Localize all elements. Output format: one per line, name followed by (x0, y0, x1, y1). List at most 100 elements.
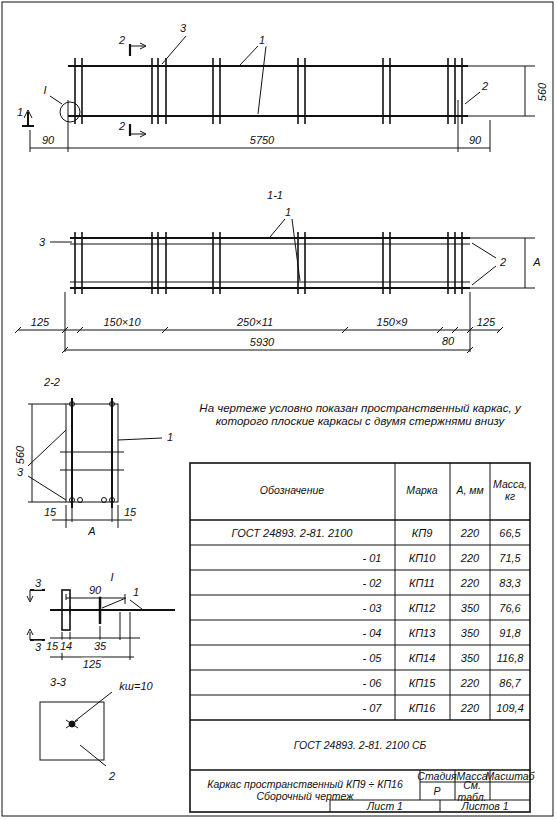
section-2-2-stroke (32, 404, 33, 502)
table-cell: 91,8 (498, 626, 521, 639)
spec-table-stroke-stroke (190, 595, 530, 596)
drawing-label: 90 (41, 134, 55, 147)
detail-I-stroke (27, 629, 33, 635)
detail-I-stroke (120, 612, 121, 640)
detail-I (27, 590, 175, 660)
section-1-1-stroke-stroke (389, 232, 391, 294)
section-2-2-stroke (118, 438, 162, 440)
plan-view-stroke (140, 131, 146, 137)
plan-view-stroke (258, 46, 266, 114)
detail-I-stroke (30, 632, 31, 640)
plan-view-stroke-stroke (151, 58, 153, 124)
detail-I-stroke (30, 590, 31, 600)
drawing-label: А (87, 525, 96, 538)
section-2-2-stroke (110, 402, 115, 407)
section-2-2-stroke (28, 502, 66, 503)
plan-view-stroke (490, 120, 491, 152)
drawing-label: А (532, 256, 541, 269)
table-cell: 350 (460, 651, 480, 664)
plan-view-stroke (68, 115, 468, 117)
plan-view-stroke (50, 96, 62, 104)
section-1-1-stroke (65, 292, 66, 352)
drawing-label: 3 (179, 22, 187, 35)
table-cell: КП9 (411, 526, 434, 539)
detail-I-stroke (50, 638, 140, 639)
section-1-1-stroke-stroke (77, 327, 83, 333)
table-cell: - 06 (362, 676, 383, 689)
section-1-1-stroke (292, 219, 300, 281)
plan-view-stroke-stroke (81, 58, 83, 124)
table-cell: - 07 (362, 701, 383, 714)
plan-view-stroke-stroke (382, 58, 384, 124)
drawing-label: 125 (82, 658, 102, 671)
plan-view-stroke (162, 36, 186, 64)
plan-view-stroke (458, 100, 459, 152)
plan-view-stroke (68, 65, 468, 67)
section-1-1-stroke-stroke (15, 327, 21, 333)
drawing-label: 250×11 (236, 316, 274, 329)
section-2-2-stroke (110, 498, 115, 503)
plan-view-stroke (30, 148, 490, 149)
drawing-label: 3 (34, 641, 42, 654)
section-1-1-stroke (270, 219, 285, 237)
table-cell: 350 (460, 626, 480, 639)
spec-table-stroke (190, 545, 530, 695)
spec-table-stroke-stroke (190, 545, 530, 546)
table-cell: 220 (460, 701, 480, 714)
drawing-label: 3 (34, 577, 42, 590)
section-3-3-stroke (66, 720, 78, 728)
drawing-label: kш=10 (118, 680, 153, 693)
section-1-1-stroke-stroke (452, 327, 458, 333)
section-1-1-stroke-stroke (74, 232, 76, 294)
title-block: Стадия (416, 770, 457, 782)
detail-I-stroke (70, 606, 71, 614)
detail-I-stroke (50, 609, 175, 611)
title-block: Каркас пространственный КП9 ÷ КП16 Сборо… (194, 778, 416, 802)
section-1-1-stroke-stroke (497, 327, 503, 333)
table-cell: 220 (460, 526, 480, 539)
drawing-label: 14 (59, 640, 73, 653)
spec-table-stroke (190, 519, 530, 520)
drawing-label: 2 (499, 256, 507, 269)
drawing-label: 2 (118, 34, 126, 47)
section-1-1-stroke-stroke (461, 232, 463, 294)
section-1-1-stroke (75, 232, 462, 294)
drawing-label: 2 (481, 80, 489, 93)
section-1-1-stroke (470, 292, 471, 352)
plan-view-stroke (140, 43, 146, 49)
plan-view-stroke (465, 92, 480, 104)
spec-table-stroke (450, 463, 451, 720)
section-2-2-stroke (111, 398, 113, 508)
detail-I-stroke (99, 596, 102, 624)
section-2-2-stroke (60, 452, 124, 453)
plan-view-stroke (130, 46, 145, 47)
section-1-1-stroke-stroke (212, 232, 214, 294)
drawing-label: 2 (108, 770, 116, 783)
section-1-1-stroke (472, 243, 496, 258)
table-cell: КП11 (408, 576, 436, 589)
spec-table-stroke (440, 800, 441, 812)
plan-view-stroke-stroke (461, 58, 463, 124)
section-1-1-stroke-stroke (151, 232, 153, 294)
section-2-2-stroke (102, 498, 107, 503)
table-cell: - 04 (362, 626, 383, 639)
table-cell: 83,3 (498, 576, 521, 589)
section-2-2-stroke (52, 520, 132, 521)
plan-view-stroke-stroke (304, 58, 306, 124)
drawing-label: 1 (284, 206, 292, 219)
table-cell: КП14 (408, 651, 437, 664)
table-cell: - 02 (362, 576, 383, 589)
section-1-1-stroke (70, 237, 470, 239)
detail-I-stroke (27, 596, 33, 602)
section-1-1-stroke-stroke (437, 327, 443, 333)
section-3-3-stroke (75, 692, 112, 721)
spec-table-stroke-stroke (190, 670, 530, 671)
plan-view-stroke-stroke (165, 58, 167, 124)
plan-view-stroke (240, 46, 258, 65)
plan-view-stroke (75, 58, 462, 124)
drawing-label: 125 (476, 316, 496, 329)
table-cell: КП15 (408, 676, 437, 689)
drawing-label: 560 (14, 445, 27, 465)
drawing-label: 15 (43, 506, 57, 519)
